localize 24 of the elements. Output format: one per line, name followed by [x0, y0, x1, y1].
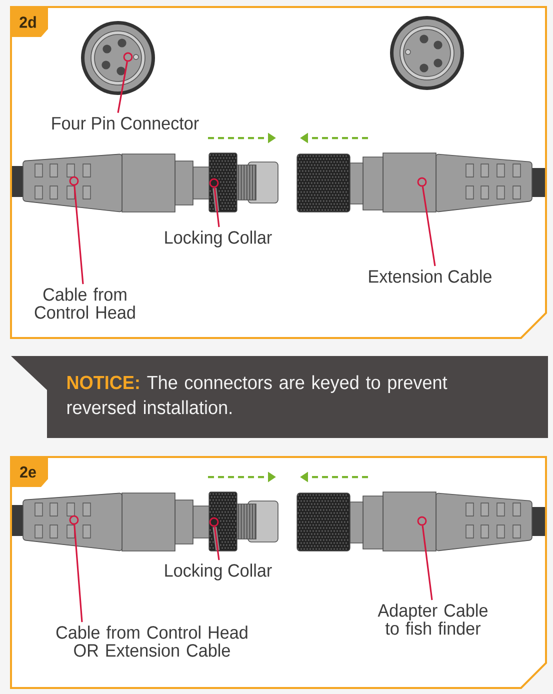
- callout-label: Four Pin Connector: [52, 116, 199, 130]
- leader-line: [422, 186, 436, 266]
- leader-line: [117, 62, 128, 113]
- callout-label: Cable from Control Head: [34, 288, 135, 319]
- callout-label: Locking Collar: [165, 564, 272, 580]
- notice-banner: NOTICE: The connectors are keyed to prevent reversed installation.: [11, 356, 548, 438]
- pointer-ring: [209, 178, 219, 188]
- callout-label: Locking Collar: [165, 230, 272, 248]
- pointer-ring: [123, 52, 133, 62]
- pointer-ring: [417, 177, 427, 187]
- pointer-ring: [69, 176, 79, 186]
- leader-line: [214, 188, 220, 228]
- callout-label: Cable from Control Head OR Extension Cable: [56, 626, 248, 657]
- leader-line: [214, 526, 220, 560]
- pointer-ring: [69, 515, 79, 525]
- panel-tab: 2d: [11, 7, 48, 38]
- callout-label: Extension Cable: [369, 270, 492, 283]
- pointer-ring: [209, 517, 219, 527]
- pointer-ring: [417, 516, 427, 526]
- leader-line: [422, 526, 433, 600]
- panel-tab: 2e: [11, 457, 48, 487]
- callout-label: Adapter Cable to fish finder: [378, 604, 488, 635]
- leader-line: [74, 524, 83, 622]
- leader-line: [74, 186, 84, 284]
